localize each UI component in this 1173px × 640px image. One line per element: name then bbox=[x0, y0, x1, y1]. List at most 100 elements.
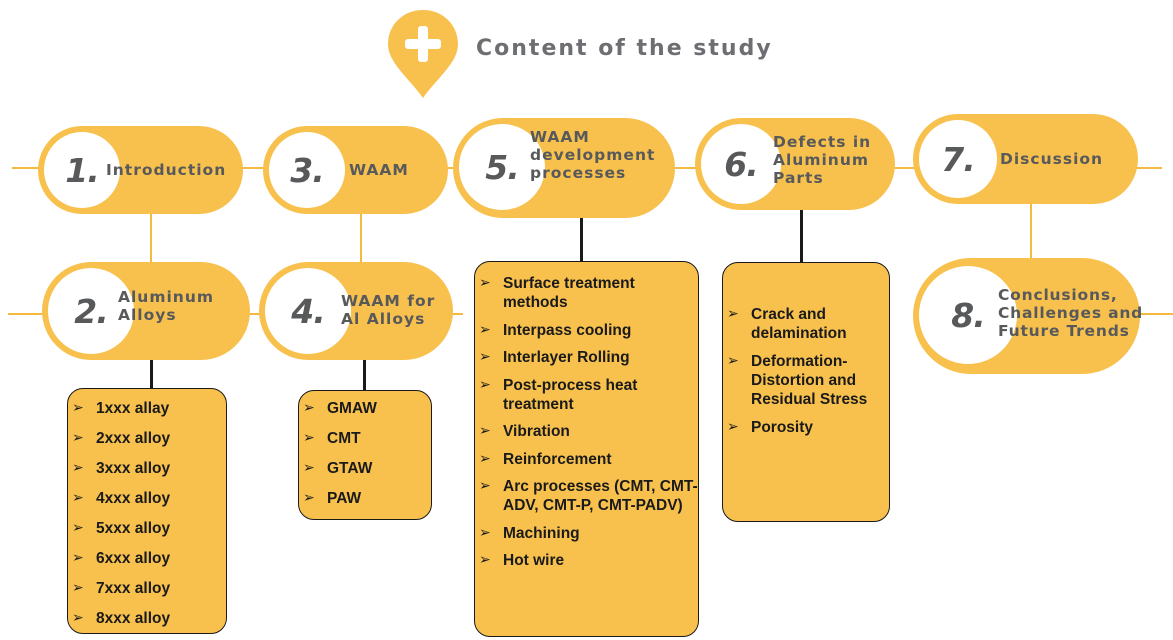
node-number-circle: 7. bbox=[919, 120, 997, 198]
node-number: 4. bbox=[291, 291, 325, 331]
list-item-text: Interlayer Rolling bbox=[503, 349, 630, 366]
connector-row2-right bbox=[1140, 313, 1173, 315]
list-item-text: Reinforcement bbox=[503, 450, 612, 468]
node-number-circle: 3. bbox=[269, 132, 345, 208]
connector-7-8 bbox=[1030, 200, 1032, 262]
bullet-arrow-icon: ➢ bbox=[72, 610, 84, 626]
list-item-text: 7xxx alloy bbox=[96, 580, 171, 597]
connector-1-2 bbox=[150, 210, 152, 268]
bullet-arrow-icon: ➢ bbox=[727, 353, 739, 369]
bullet-arrow-icon: ➢ bbox=[303, 400, 315, 416]
bullet-arrow-icon: ➢ bbox=[479, 376, 491, 393]
node-label: WAAM development processes bbox=[530, 128, 655, 182]
bullet-arrow-icon: ➢ bbox=[72, 580, 84, 596]
list-item: ➢1xxx allay bbox=[68, 399, 226, 418]
bullet-arrow-icon: ➢ bbox=[72, 460, 84, 476]
list-item-text: 3xxx alloy bbox=[96, 460, 171, 477]
list-item-text: 2xxx alloy bbox=[96, 430, 171, 447]
list-item: ➢ Interpass cooling bbox=[475, 321, 698, 340]
connector-5-list bbox=[580, 218, 583, 262]
list-item-text: 5xxx alloy bbox=[96, 520, 171, 537]
bullet-arrow-icon: ➢ bbox=[72, 550, 84, 566]
list-item: ➢ 8xxx alloy bbox=[68, 609, 226, 628]
list-item-text: Crack and delamination bbox=[751, 306, 847, 342]
list-item-text: Deformation-Distortion and Residual Stre… bbox=[751, 353, 868, 408]
list-item-text: Porosity bbox=[751, 419, 814, 436]
node-number: 1. bbox=[65, 150, 99, 190]
list-waam-al: ➢GMAW➢CMT➢GTAW➢PAW bbox=[298, 390, 432, 520]
connector-4-list bbox=[363, 360, 366, 392]
list-item: ➢PAW bbox=[299, 489, 431, 508]
list-item-text: 8xxx alloy bbox=[96, 610, 171, 627]
list-item-text: CMT bbox=[327, 430, 361, 447]
list-item-text: Machining bbox=[503, 524, 580, 542]
list-item: ➢ Hot wire bbox=[475, 551, 698, 570]
bullet-arrow-icon: ➢ bbox=[303, 490, 315, 506]
list-item-text: Vibration bbox=[503, 423, 570, 440]
node-number: 3. bbox=[290, 150, 324, 190]
node-number-circle: 6. bbox=[701, 124, 781, 204]
bullet-arrow-icon: ➢ bbox=[479, 450, 491, 467]
bullet-arrow-icon: ➢ bbox=[479, 321, 491, 338]
node-label-text: Conclusions, Challenges and Future Trend… bbox=[998, 286, 1144, 340]
defect-list: ➢ Crack and delamination ➢ Deformation-Dist… bbox=[723, 305, 889, 437]
list-item-text: Arc processes (CMT, CMT-ADV, CMT-P, CMT-… bbox=[503, 478, 698, 514]
node-label: Discussion bbox=[1000, 150, 1104, 168]
list-item-text: 6xxx alloy bbox=[96, 550, 171, 567]
list-item-text: Interpass cooling bbox=[503, 321, 632, 339]
alloy-list: ➢1xxx allay➢2xxx alloy➢3xxx alloy➢4xxx a… bbox=[68, 399, 226, 628]
list-item: ➢ 6xxx alloy bbox=[68, 549, 226, 568]
list-item-text: Post-process heat treatment bbox=[503, 376, 638, 413]
list-item: ➢ 2xxx alloy bbox=[68, 429, 226, 448]
node-label-text: Aluminum Alloys bbox=[118, 288, 215, 324]
bullet-arrow-icon: ➢ bbox=[303, 460, 315, 476]
list-item-text: 1xxx allay bbox=[96, 400, 170, 417]
connector-6-list bbox=[800, 210, 803, 262]
list-item-text: GMAW bbox=[327, 400, 377, 417]
bullet-arrow-icon: ➢ bbox=[727, 306, 739, 322]
list-item: ➢ GMAW bbox=[299, 399, 431, 418]
node-number-circle: 5. bbox=[459, 124, 545, 210]
list-item: ➢Surface treatment methods bbox=[475, 274, 698, 312]
bullet-arrow-icon: ➢ bbox=[72, 430, 84, 446]
list-item: ➢4xxx alloy bbox=[68, 489, 226, 508]
list-item: ➢ Reinforcement bbox=[475, 450, 698, 469]
list-item: ➢Porosity bbox=[723, 418, 889, 437]
list-item: ➢ Post-process heat treatment bbox=[475, 376, 698, 414]
list-item: ➢ GTAW bbox=[299, 459, 431, 478]
bullet-arrow-icon: ➢ bbox=[72, 520, 84, 536]
list-item-text: Hot wire bbox=[503, 552, 565, 569]
node-label: WAAM bbox=[349, 161, 409, 179]
list-item: ➢ Crack and delamination bbox=[723, 305, 889, 343]
node-label-text: WAAM development processes bbox=[530, 128, 656, 182]
bullet-arrow-icon: ➢ bbox=[479, 478, 491, 494]
list-item: ➢ 7xxx alloy bbox=[68, 579, 226, 598]
list-alloys: ➢1xxx allay➢2xxx alloy➢3xxx alloy➢4xxx a… bbox=[67, 388, 227, 634]
list-item: ➢ Machining bbox=[475, 524, 698, 543]
list-item: ➢CMT bbox=[299, 429, 431, 448]
list-item-text: GTAW bbox=[327, 460, 373, 477]
node-number: 5. bbox=[485, 147, 519, 187]
node-label: Aluminum Alloys bbox=[118, 288, 214, 324]
node-number-circle: 8. bbox=[919, 266, 1017, 364]
bullet-arrow-icon: ➢ bbox=[479, 524, 491, 541]
node-number-circle: 2. bbox=[48, 268, 134, 354]
diagram-title: Content of the study bbox=[476, 36, 773, 61]
node-label: Introduction bbox=[106, 161, 227, 179]
node-label: Conclusions, Challenges and Future Trend… bbox=[998, 286, 1143, 340]
list-processes: ➢Surface treatment methods ➢ Interpass coo… bbox=[474, 261, 699, 637]
list-item: ➢ 5xxx alloy bbox=[68, 519, 226, 538]
list-item: ➢ Arc processes (CMT, CMT-ADV, CMT-P, CMT… bbox=[475, 477, 698, 515]
connector-3-4 bbox=[360, 210, 362, 268]
bullet-arrow-icon: ➢ bbox=[479, 349, 491, 365]
development-process-list: ➢Surface treatment methods ➢ Interpass coo… bbox=[475, 274, 698, 570]
list-item: ➢ Interlayer Rolling bbox=[475, 348, 698, 367]
node-number: 6. bbox=[724, 144, 758, 184]
plus-pin-icon bbox=[388, 10, 458, 98]
node-number: 7. bbox=[941, 139, 975, 179]
list-item: ➢ Deformation-Distortion and Residual Str… bbox=[723, 352, 889, 409]
node-number-circle: 1. bbox=[44, 132, 120, 208]
node-number-circle: 4. bbox=[265, 268, 351, 354]
list-item-text: 4xxx alloy bbox=[96, 490, 171, 507]
bullet-arrow-icon: ➢ bbox=[479, 552, 491, 568]
